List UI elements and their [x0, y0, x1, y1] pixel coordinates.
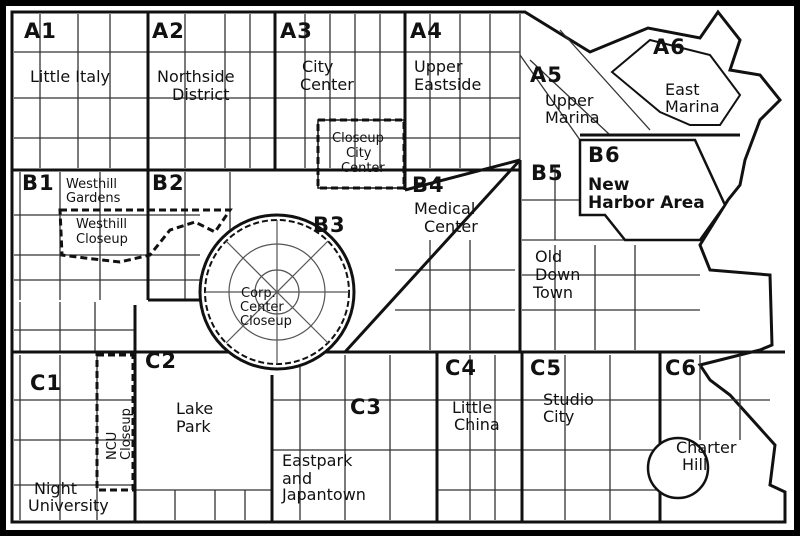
district-old-downtown-line2: Down — [535, 265, 580, 284]
charter-hill-circle — [646, 436, 710, 500]
grid-label-c5: C5 — [530, 356, 562, 380]
district-northside-line1: Northside — [157, 67, 235, 86]
district-boundaries — [12, 12, 785, 522]
grid-label-c3: C3 — [350, 395, 382, 419]
district-city-center-line2: Center — [300, 75, 354, 94]
district-eastpark-line3: Japantown — [281, 485, 366, 504]
closeup-ncu-line1: NCU — [105, 432, 120, 460]
district-night-university-line1: Night — [34, 479, 77, 498]
grid-label-b3: B3 — [313, 213, 346, 237]
grid-label-b5: B5 — [531, 161, 564, 185]
grid-label-a6: A6 — [653, 35, 686, 59]
district-upper-marina-line1: Upper — [545, 91, 594, 110]
closeup-city-center-line2: City — [346, 146, 372, 161]
district-old-downtown-line1: Old — [535, 247, 562, 266]
district-westhill-line1: Westhill — [66, 177, 117, 192]
closeup-city-center-line1: Closeup — [332, 131, 384, 146]
street — [529, 59, 611, 136]
district-westhill-line2: Gardens — [66, 191, 121, 206]
street — [519, 54, 581, 141]
grid-label-a5: A5 — [530, 63, 563, 87]
district-labels: Little Italy Northside District City Cen… — [28, 57, 737, 515]
grid-label-a4: A4 — [410, 19, 443, 43]
closeup-corp-line2: Center — [240, 300, 284, 315]
closeup-corp-line3: Closeup — [240, 314, 292, 329]
closeup-westhill-outline — [58, 208, 233, 264]
closeup-labels: Closeup City Center Westhill Closeup Cor… — [76, 131, 385, 460]
grid-label-a2: A2 — [152, 19, 185, 43]
harbor-water — [578, 138, 727, 242]
grid-label-c4: C4 — [445, 356, 477, 380]
district-little-italy: Little Italy — [30, 67, 110, 86]
district-eastpark-line2: and — [282, 469, 312, 488]
district-upper-eastside-line1: Upper — [414, 57, 463, 76]
grid-label-b1: B1 — [22, 171, 55, 195]
district-new-harbor-line1: New — [588, 175, 630, 195]
district-little-china-line2: China — [454, 415, 500, 434]
grid-label-b4: B4 — [412, 173, 445, 197]
marina-pier — [610, 38, 742, 126]
district-city-center-line1: City — [302, 57, 333, 76]
district-upper-marina-line2: Marina — [545, 108, 600, 127]
closeup-corp-line1: Corp. — [241, 286, 276, 301]
district-upper-eastside-line2: Eastside — [414, 75, 481, 94]
grid-label-c2: C2 — [145, 349, 177, 373]
grid-label-b6: B6 — [588, 143, 621, 167]
corp-center-circle — [198, 213, 356, 371]
street — [559, 29, 651, 131]
district-east-marina-line2: Marina — [665, 97, 720, 116]
district-charter-hill-line1: Charter — [676, 438, 737, 457]
district-lake-park-line2: Park — [176, 417, 211, 436]
grid-labels: A1 A2 A3 A4 A5 A6 B1 B2 B3 B4 B5 B6 C1 C… — [22, 19, 697, 419]
grid-label-c6: C6 — [665, 356, 697, 380]
closeup-ncu-box — [95, 353, 135, 492]
closeup-westhill-line1: Westhill — [76, 217, 127, 232]
district-old-downtown-line3: Town — [532, 283, 573, 302]
district-studio-city-line2: City — [543, 407, 574, 426]
closeup-city-center-line3: Center — [341, 161, 385, 176]
district-northside-line2: District — [172, 85, 229, 104]
grid-label-a1: A1 — [24, 19, 57, 43]
district-eastpark-line1: Eastpark — [282, 451, 353, 470]
district-east-marina-line1: East — [665, 80, 700, 99]
grid-label-c1: C1 — [30, 371, 62, 395]
district-charter-hill-line2: Hill — [682, 455, 707, 474]
district-medical-line2: Center — [424, 217, 478, 236]
district-little-china-line1: Little — [452, 398, 492, 417]
district-medical-line1: Medical — [414, 199, 475, 218]
grid-label-a3: A3 — [280, 19, 313, 43]
district-night-university-line2: University — [28, 496, 109, 515]
closeup-westhill-line2: Closeup — [76, 232, 128, 247]
closeup-ncu-line2: Closeup — [119, 408, 134, 460]
district-new-harbor-line2: Harbor Area — [588, 193, 705, 213]
grid-label-b2: B2 — [152, 171, 185, 195]
district-lake-park-line1: Lake — [176, 399, 213, 418]
district-studio-city-line1: Studio — [543, 390, 594, 409]
